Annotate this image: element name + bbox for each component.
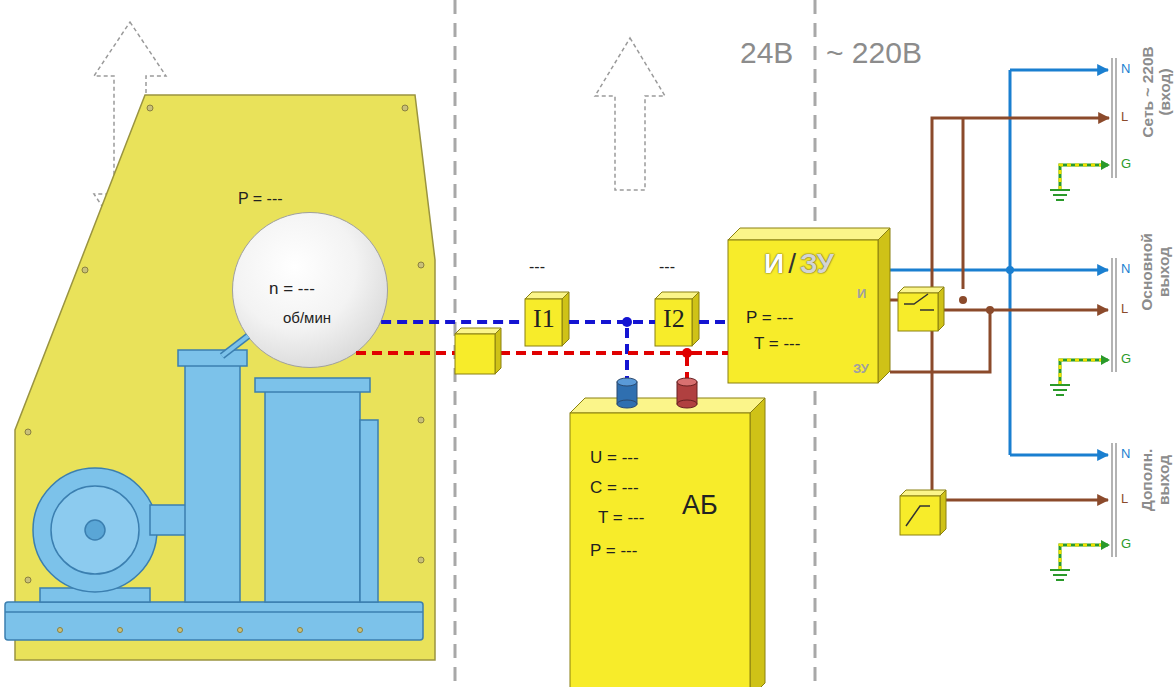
sensor-name: I1: [533, 304, 555, 334]
speed-value: n = ---: [269, 279, 315, 299]
output-name: И: [857, 287, 866, 302]
junction-dot: [622, 317, 632, 327]
current-sensor: ---I1: [525, 292, 569, 346]
device-name: И: [764, 248, 784, 280]
voltage-label: ~ 220В: [826, 36, 922, 71]
ground-wire: [1050, 160, 1110, 580]
speed-unit: об/мин: [283, 309, 331, 326]
pin-name: N: [1121, 447, 1130, 462]
current-sensor: ---I2: [655, 292, 699, 346]
outlet-title: Дополн. выход: [1138, 430, 1172, 530]
pin-name: N: [1121, 62, 1130, 77]
voltage-label: 24В: [740, 36, 793, 71]
wire-connector: [569, 320, 655, 324]
device-name: /: [788, 248, 796, 280]
line-wire: [890, 118, 1109, 500]
flywheel-circle: n = --- об/мин: [232, 212, 388, 368]
voltage-value: U = ---: [590, 448, 639, 468]
outlet-title: Основной выход: [1138, 222, 1172, 322]
switch-symbol: [898, 287, 946, 535]
output-name: ЗУ: [853, 362, 869, 377]
neutral-wire: [890, 70, 1108, 455]
battery-box: U = --- C = --- T = --- P = --- АБ: [570, 398, 765, 687]
pin-name: L: [1121, 302, 1128, 317]
capacity-value: C = ---: [590, 478, 639, 498]
pin-name: N: [1121, 262, 1130, 277]
generator-machine: [5, 336, 423, 640]
wire-connector: [381, 320, 525, 324]
rivet: [25, 105, 424, 633]
pin-name: L: [1121, 492, 1128, 507]
battery-terminal: [677, 378, 697, 408]
current-value: ---: [659, 258, 675, 276]
pin-name: G: [1121, 537, 1131, 552]
battery-terminal: [617, 378, 637, 408]
temperature-value: T = ---: [754, 334, 800, 354]
device-name: ЗУ: [800, 248, 834, 280]
pin-name: L: [1121, 110, 1128, 125]
sensor-name: I2: [663, 304, 685, 334]
outlet-title: Сеть ~ 220В (вход): [1138, 30, 1172, 155]
sensor-box: [455, 328, 501, 374]
wire-connector: [356, 351, 728, 355]
power-value: P = ---: [590, 541, 637, 561]
pin-name: G: [1121, 352, 1131, 367]
current-value: ---: [529, 258, 545, 276]
wire-connector: [699, 320, 728, 324]
battery-name: АБ: [682, 490, 718, 521]
power-value: P = ---: [238, 190, 283, 208]
outlet-bar: [1112, 58, 1116, 557]
power-value: P = ---: [746, 308, 793, 328]
temperature-value: T = ---: [598, 508, 644, 528]
junction-dot: [682, 348, 692, 358]
pin-name: G: [1121, 157, 1131, 172]
inverter-charger: И/ЗУP = ---T = ---: [728, 228, 890, 383]
